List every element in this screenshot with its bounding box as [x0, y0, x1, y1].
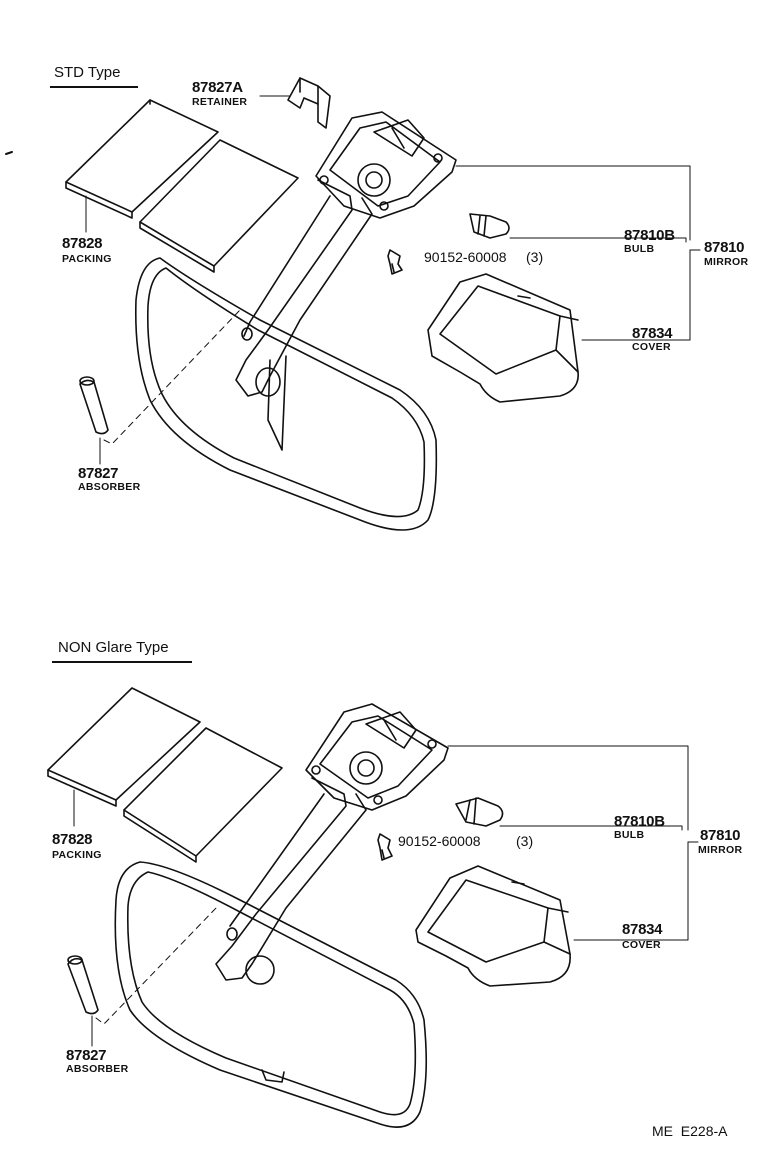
- std-retainer-part: 87827A: [192, 79, 243, 96]
- nonglare-header-underline: [52, 661, 192, 663]
- std-mount-arm: [235, 179, 373, 397]
- std-bulb-name: BULB: [624, 243, 655, 255]
- ng-screw-part: 90152-60008: [398, 833, 481, 849]
- std-cover-name: COVER: [632, 341, 671, 353]
- std-bulb-part: 87810B: [624, 227, 675, 244]
- ng-packing-name: PACKING: [52, 849, 102, 861]
- ng-mount-base: [305, 703, 449, 811]
- ng-mirror-body: [114, 861, 428, 1128]
- ng-mirror-part: 87810: [700, 827, 741, 844]
- std-mirror-name: MIRROR: [704, 256, 749, 268]
- ng-screw-qty: (3): [516, 833, 534, 849]
- std-absorber-part: 87827: [78, 465, 119, 482]
- ng-packing-drawing: [47, 687, 283, 863]
- std-screw-part: 90152-60008: [424, 249, 507, 265]
- std-type-header: STD Type: [54, 64, 121, 81]
- std-retainer-drawing: [287, 77, 331, 129]
- std-absorber-name: ABSORBER: [78, 481, 141, 493]
- drawing-code: ME E228-A: [652, 1123, 728, 1139]
- ng-bulb-name: BULB: [614, 829, 645, 841]
- std-header-underline: [50, 86, 138, 88]
- ng-cover-name: COVER: [622, 939, 661, 951]
- std-mirror-body: [134, 257, 438, 531]
- ng-leaders: [73, 745, 699, 1047]
- ng-screw-drawing: [377, 833, 393, 861]
- nonglare-type-header: NON Glare Type: [58, 639, 169, 656]
- std-cover-part: 87834: [632, 325, 673, 342]
- ng-absorber-drawing: [67, 955, 99, 1015]
- std-leaders: [85, 95, 701, 465]
- ng-cover-part: 87834: [622, 921, 663, 938]
- ng-bulb-part: 87810B: [614, 813, 665, 830]
- std-screw-drawing: [387, 249, 403, 275]
- ng-mount-arm: [215, 777, 367, 985]
- std-retainer-name: RETAINER: [192, 96, 248, 108]
- std-mount-base: [315, 111, 457, 219]
- ng-bulb-drawing: [455, 797, 504, 827]
- std-packing-part: 87828: [62, 235, 103, 252]
- std-screw-qty: (3): [526, 249, 544, 265]
- std-cover-drawing: [427, 273, 579, 403]
- ng-cover-drawing: [415, 865, 571, 987]
- std-mirror-part: 87810: [704, 239, 745, 256]
- ng-mirror-name: MIRROR: [698, 844, 743, 856]
- std-bulb-drawing: [469, 213, 510, 239]
- std-packing-drawing: [65, 99, 299, 273]
- std-packing-name: PACKING: [62, 253, 112, 265]
- std-absorber-drawing: [79, 376, 109, 435]
- ng-absorber-part: 87827: [66, 1047, 107, 1064]
- ng-packing-part: 87828: [52, 831, 93, 848]
- ng-absorber-name: ABSORBER: [66, 1063, 129, 1075]
